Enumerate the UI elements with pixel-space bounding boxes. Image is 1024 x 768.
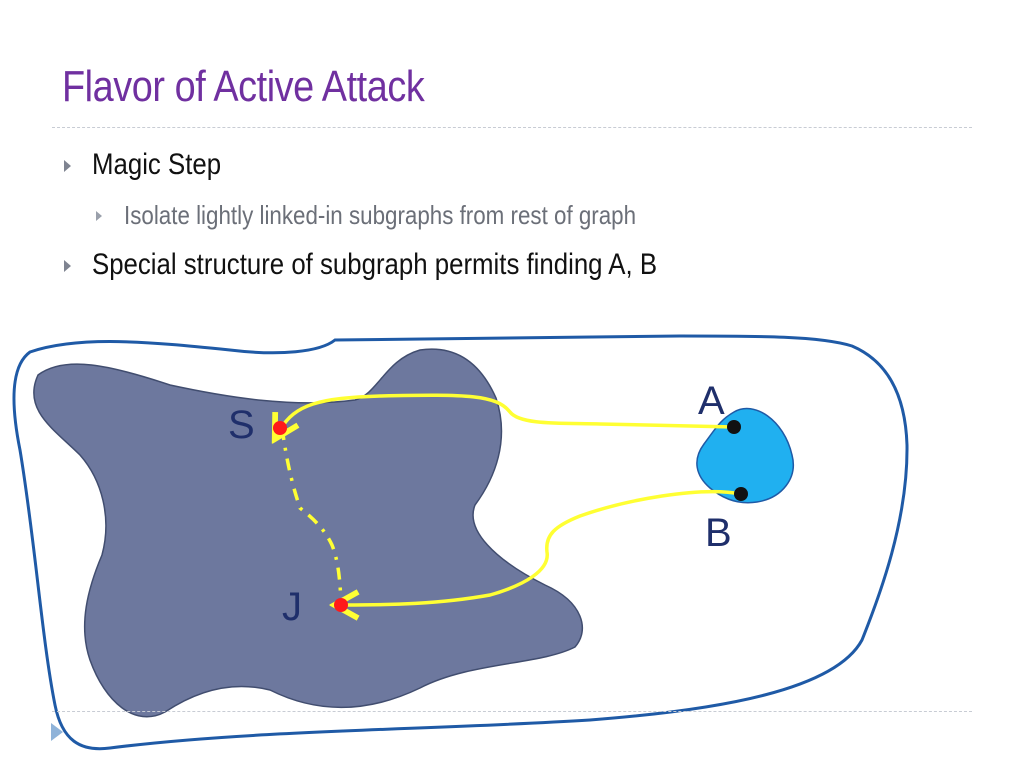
bullet-magic-step: Magic Step bbox=[64, 148, 242, 182]
bullet-arrow-icon bbox=[64, 160, 71, 172]
node-s bbox=[273, 421, 287, 435]
node-b bbox=[734, 487, 748, 501]
title-divider bbox=[52, 127, 972, 128]
s-to-j-path bbox=[280, 427, 343, 604]
footer-arrow-icon bbox=[51, 723, 63, 741]
label-s: S bbox=[228, 403, 255, 447]
bullet-arrow-icon bbox=[64, 260, 71, 272]
ab-cluster-region bbox=[696, 407, 794, 504]
a-to-s-path bbox=[280, 393, 735, 430]
bullet-text: Magic Step bbox=[92, 148, 222, 181]
bullet-text: Special structure of subgraph permits fi… bbox=[92, 248, 658, 281]
bullet-special-structure: Special structure of subgraph permits fi… bbox=[64, 248, 749, 282]
node-a bbox=[727, 420, 741, 434]
label-a: A bbox=[698, 379, 725, 423]
bullet-text: Isolate lightly linked-in subgraphs from… bbox=[124, 200, 637, 230]
slide-title: Flavor of Active Attack bbox=[62, 62, 425, 111]
b-to-j-path bbox=[345, 489, 742, 605]
label-b: B bbox=[705, 511, 732, 555]
footer-divider bbox=[52, 711, 972, 712]
sub-bullet-isolate: Isolate lightly linked-in subgraphs from… bbox=[96, 200, 719, 231]
graph-outline bbox=[12, 334, 909, 751]
node-j bbox=[334, 598, 348, 612]
label-j: J bbox=[282, 585, 302, 629]
bullet-arrow-icon bbox=[96, 211, 102, 221]
